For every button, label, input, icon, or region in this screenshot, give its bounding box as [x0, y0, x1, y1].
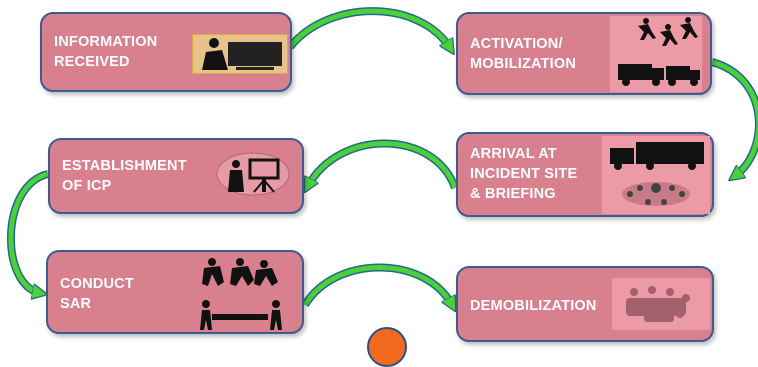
step-information-received: INFORMATION RECEIVED: [40, 12, 292, 92]
presenter-at-board-icon: [216, 152, 290, 196]
step-establishment-of-icp: ESTABLISHMENT OF ICP: [48, 138, 304, 214]
arrow-icp-to-sar: [7, 170, 50, 293]
flow-arrows: [7, 7, 758, 352]
arrow-sar-to-demobilization: [301, 263, 452, 306]
step-activation-mobilization: ACTIVATION/ MOBILIZATION: [456, 12, 712, 95]
step-label: CONDUCT SAR: [60, 276, 134, 312]
running-people-and-trucks-icon: [610, 16, 702, 92]
step-label: ACTIVATION/ MOBILIZATION: [470, 36, 577, 72]
step-demobilization: DEMOBILIZATION: [456, 266, 714, 342]
arrow-info-to-activation: [286, 7, 450, 48]
step-label: DEMOBILIZATION: [470, 298, 597, 314]
team-puzzle-icon: [612, 278, 710, 330]
arrow-arrival-to-icp: [308, 139, 459, 188]
rescuers-carrying-stretcher-icon: [200, 258, 282, 330]
step-label: ARRIVAL AT INCIDENT SITE & BRIEFING: [470, 146, 578, 202]
orange-circle-marker: [367, 327, 407, 367]
truck-and-team-briefing-icon: [602, 136, 710, 214]
step-label: ESTABLISHMENT OF ICP: [62, 158, 187, 194]
step-label: INFORMATION RECEIVED: [54, 34, 158, 70]
step-arrival-at-incident-site: ARRIVAL AT INCIDENT SITE & BRIEFING: [456, 132, 714, 217]
step-conduct-sar: CONDUCT SAR: [46, 250, 304, 334]
arrow-activation-to-arrival: [710, 58, 758, 176]
computer-operator-icon: [192, 34, 288, 74]
